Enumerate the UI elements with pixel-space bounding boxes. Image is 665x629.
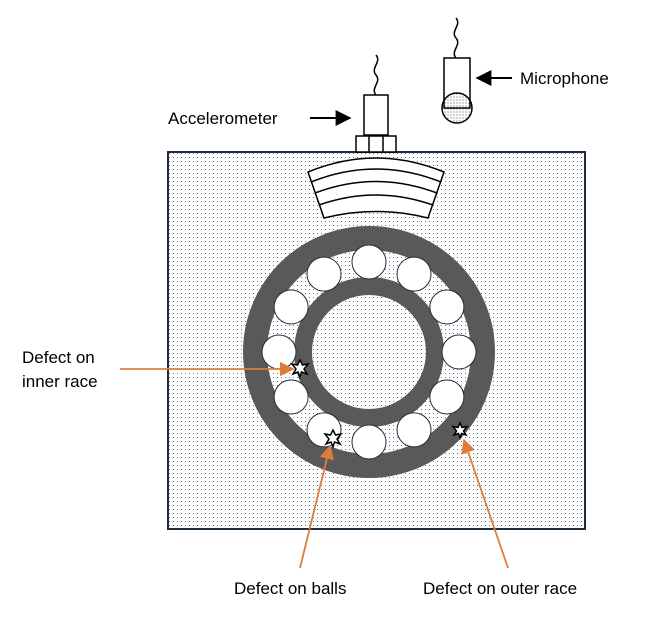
bearing-ball [396,256,432,292]
bearing-ball [306,256,342,292]
bearing-ball [351,244,387,280]
defect-outer-label: Defect on outer race [423,579,577,598]
bearing-ball [261,334,297,370]
bearing-ball [429,379,465,415]
bearing-ball [351,424,387,460]
microphone-label: Microphone [520,69,609,88]
defect-balls-label: Defect on balls [234,579,346,598]
accelerometer-sensor-icon [355,54,397,153]
inner-race [294,277,444,427]
defect-balls-arrow [299,444,334,569]
defect-star-icon [451,421,469,441]
vibration-waves [307,157,445,219]
bearing-ball [273,289,309,325]
accelerometer-label: Accelerometer [168,109,278,128]
bearing-ball [441,334,477,370]
defect-inner-label-line1: Defect on [22,348,95,367]
bearing-ball [429,289,465,325]
defect-inner-label-line2: inner race [22,372,98,391]
outer-race [243,226,495,478]
bearing-ball [396,412,432,448]
bearing-ball [273,379,309,415]
microphone-icon [441,17,473,124]
defect-outer-arrow [461,438,509,569]
ball-set [261,244,477,460]
